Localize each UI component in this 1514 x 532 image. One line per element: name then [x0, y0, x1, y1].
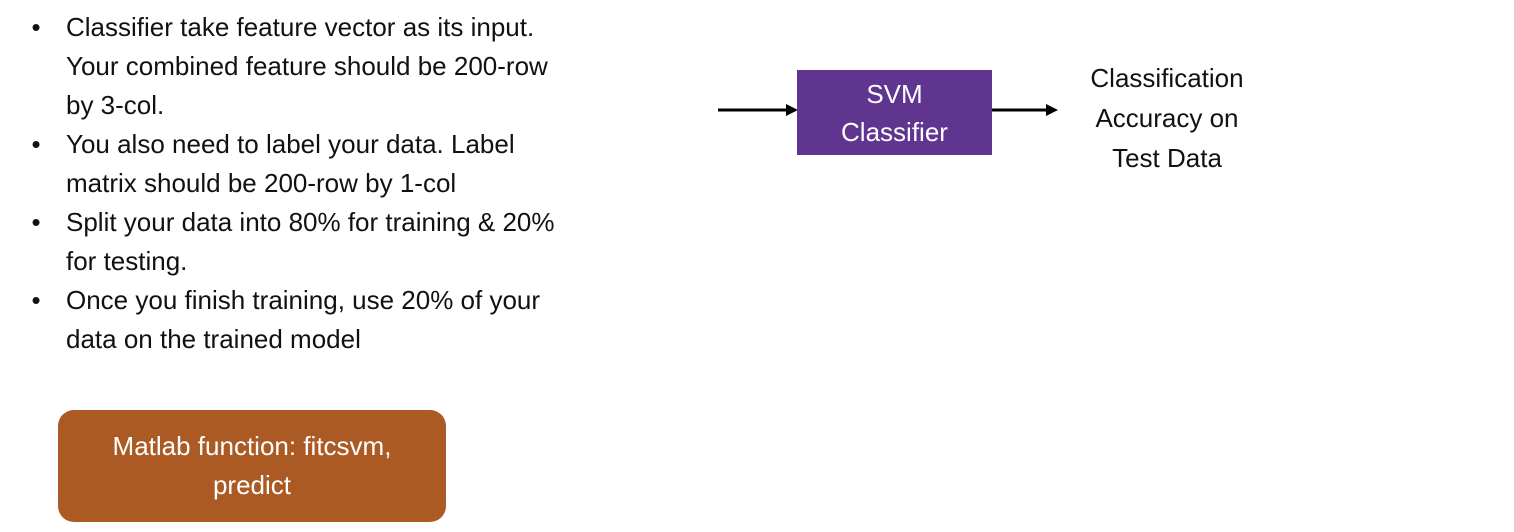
classifier-label-line: SVM	[866, 78, 923, 109]
output-arrow-head	[1046, 104, 1058, 116]
input-arrow-head	[786, 104, 798, 116]
output-label-line: Test Data	[1112, 143, 1222, 173]
function-box-line: predict	[212, 470, 292, 500]
bullet-item-split-data: • Split your data into 80% for training …	[22, 203, 662, 281]
function-box-line: Matlab function: fitcsvm,	[112, 431, 392, 461]
bullet-line: You also need to label your data. Label	[66, 129, 515, 159]
svm-classifier-box: SVM Classifier	[797, 70, 992, 155]
bullet-marker: •	[31, 285, 41, 315]
bullet-line: by 3-col.	[66, 90, 165, 120]
bullet-line: Once you finish training, use 20% of you…	[66, 285, 541, 315]
bullet-list: • Classifier take feature vector as its …	[22, 8, 662, 359]
bullet-item-test-model: • Once you finish training, use 20% of y…	[22, 281, 662, 359]
bullet-marker: •	[31, 129, 41, 159]
bullet-item-label-data: • You also need to label your data. Labe…	[22, 125, 662, 203]
classifier-label-line: Classifier	[841, 116, 948, 147]
input-arrow	[718, 104, 798, 116]
bullet-marker: •	[31, 207, 41, 237]
output-arrow	[992, 104, 1058, 116]
bullet-item-feature-input: • Classifier take feature vector as its …	[22, 8, 662, 125]
bullet-line: data on the trained model	[66, 324, 361, 354]
bullet-marker: •	[31, 12, 41, 42]
bullet-line: for testing.	[66, 246, 188, 276]
bullet-line: matrix should be 200-row by 1-col	[66, 168, 457, 198]
bullet-line: Classifier take feature vector as its in…	[66, 12, 535, 42]
output-label: Classification Accuracy on Test Data	[1060, 58, 1274, 178]
output-label-line: Accuracy on	[1095, 103, 1239, 133]
matlab-function-box: Matlab function: fitcsvm, predict	[58, 410, 446, 522]
bullet-line: Split your data into 80% for training & …	[66, 207, 555, 237]
output-label-line: Classification	[1090, 63, 1244, 93]
bullet-line: Your combined feature should be 200-row	[66, 51, 548, 81]
